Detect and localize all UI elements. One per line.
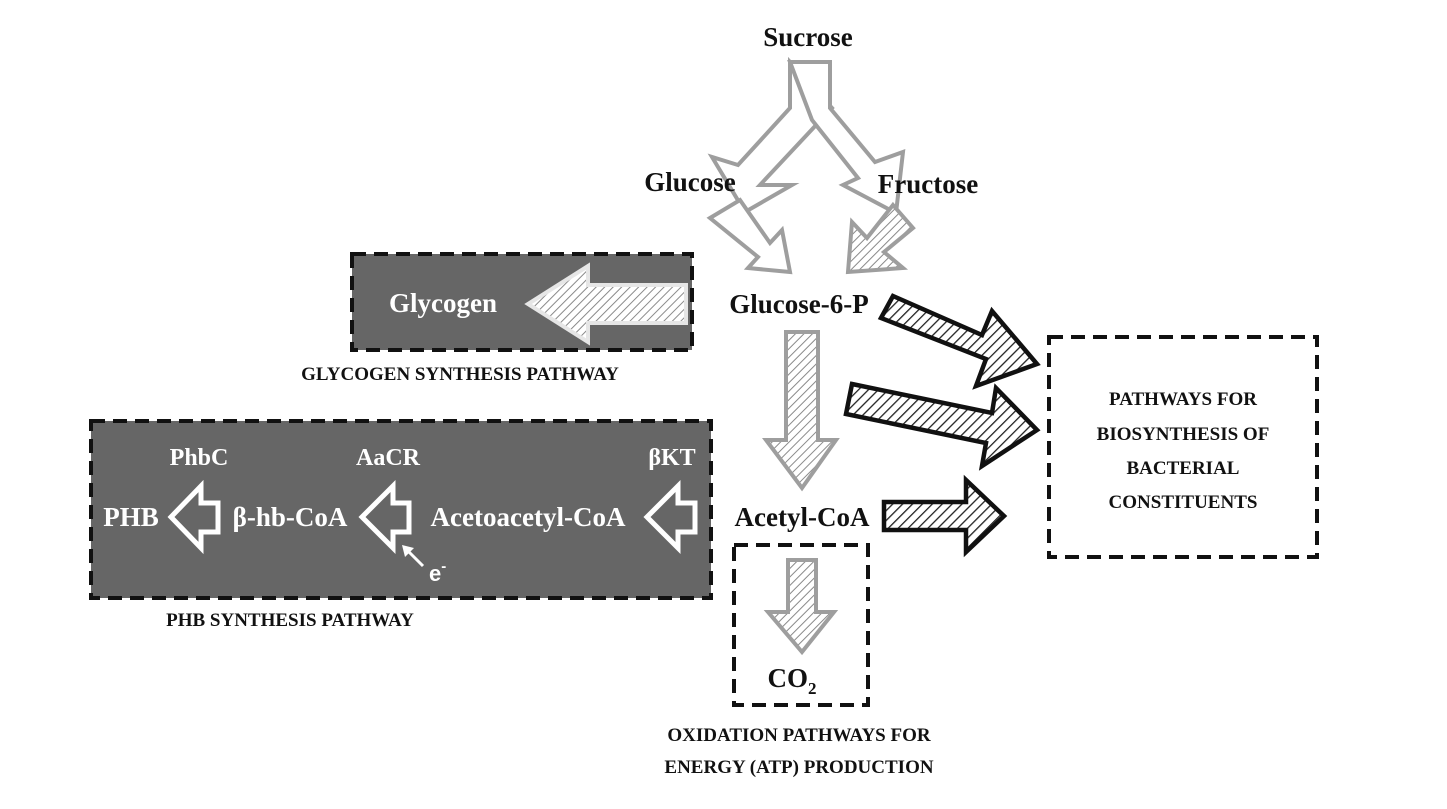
- caption-biosynthesis-line2: BIOSYNTHESIS OF: [1097, 424, 1270, 445]
- node-glucose-6-p: Glucose-6-P: [729, 289, 868, 319]
- caption-phb-pathway: PHB SYNTHESIS PATHWAY: [166, 610, 414, 631]
- electron-arrow-head: [402, 545, 414, 557]
- electron-arrow-shaft: [406, 549, 425, 568]
- g6p-to-glycogen-arrow: [524, 262, 688, 346]
- enzyme-aacr: AaCR: [356, 445, 421, 471]
- biosynthesis-pathway-box: [1047, 335, 1319, 559]
- node-beta-hb-coa: β-hb-CoA: [233, 502, 348, 532]
- node-glycogen: Glycogen: [389, 288, 497, 318]
- bkt-arrow: [643, 479, 698, 555]
- g6p-to-acetylcoa-arrow: [762, 330, 840, 492]
- aacr-arrow: [358, 479, 412, 555]
- node-acetoacetyl-coa: Acetoacetyl-CoA: [431, 502, 626, 532]
- enzyme-bkt: βKT: [648, 445, 695, 471]
- node-acetyl-coa: Acetyl-CoA: [735, 502, 870, 532]
- electron-superscript: -: [441, 558, 446, 575]
- node-co2: CO2: [768, 663, 817, 698]
- acetylcoa-to-biosynthesis-arrow: [881, 474, 1008, 558]
- co2-main: CO: [768, 663, 809, 693]
- caption-biosynthesis-line1: PATHWAYS FOR: [1109, 389, 1257, 410]
- caption-biosynthesis-line4: CONSTITUENTS: [1109, 492, 1258, 513]
- node-fructose: Fructose: [878, 169, 978, 199]
- g6p-to-biosynthesis-arrow: [877, 293, 1041, 390]
- caption-biosynthesis-line3: BACTERIAL: [1127, 458, 1240, 479]
- enzyme-phbc: PhbC: [170, 445, 229, 471]
- acetylcoa-to-co2-arrow: [763, 558, 839, 656]
- caption-oxidation-line1: OXIDATION PATHWAYS FOR: [667, 725, 930, 746]
- sucrose-to-fructose-arrow: [787, 60, 906, 217]
- phb-pathway-box: [89, 419, 713, 600]
- glucose-to-g6p-arrow: [706, 197, 793, 275]
- node-phb: PHB: [103, 502, 159, 532]
- electron-base: e: [429, 561, 441, 586]
- caption-glycogen-pathway: GLYCOGEN SYNTHESIS PATHWAY: [301, 364, 619, 385]
- caption-oxidation-line2: ENERGY (ATP) PRODUCTION: [664, 757, 933, 778]
- oxidation-pathway-box: [732, 543, 870, 707]
- phbc-arrow: [167, 479, 221, 555]
- node-glucose: Glucose: [644, 167, 736, 197]
- midpath-to-biosynthesis-arrow: [843, 381, 1041, 471]
- co2-subscript: 2: [808, 679, 817, 698]
- node-sucrose: Sucrose: [763, 22, 853, 52]
- electron-label: e-: [429, 558, 446, 586]
- fructose-to-g6p-arrow: [845, 201, 916, 275]
